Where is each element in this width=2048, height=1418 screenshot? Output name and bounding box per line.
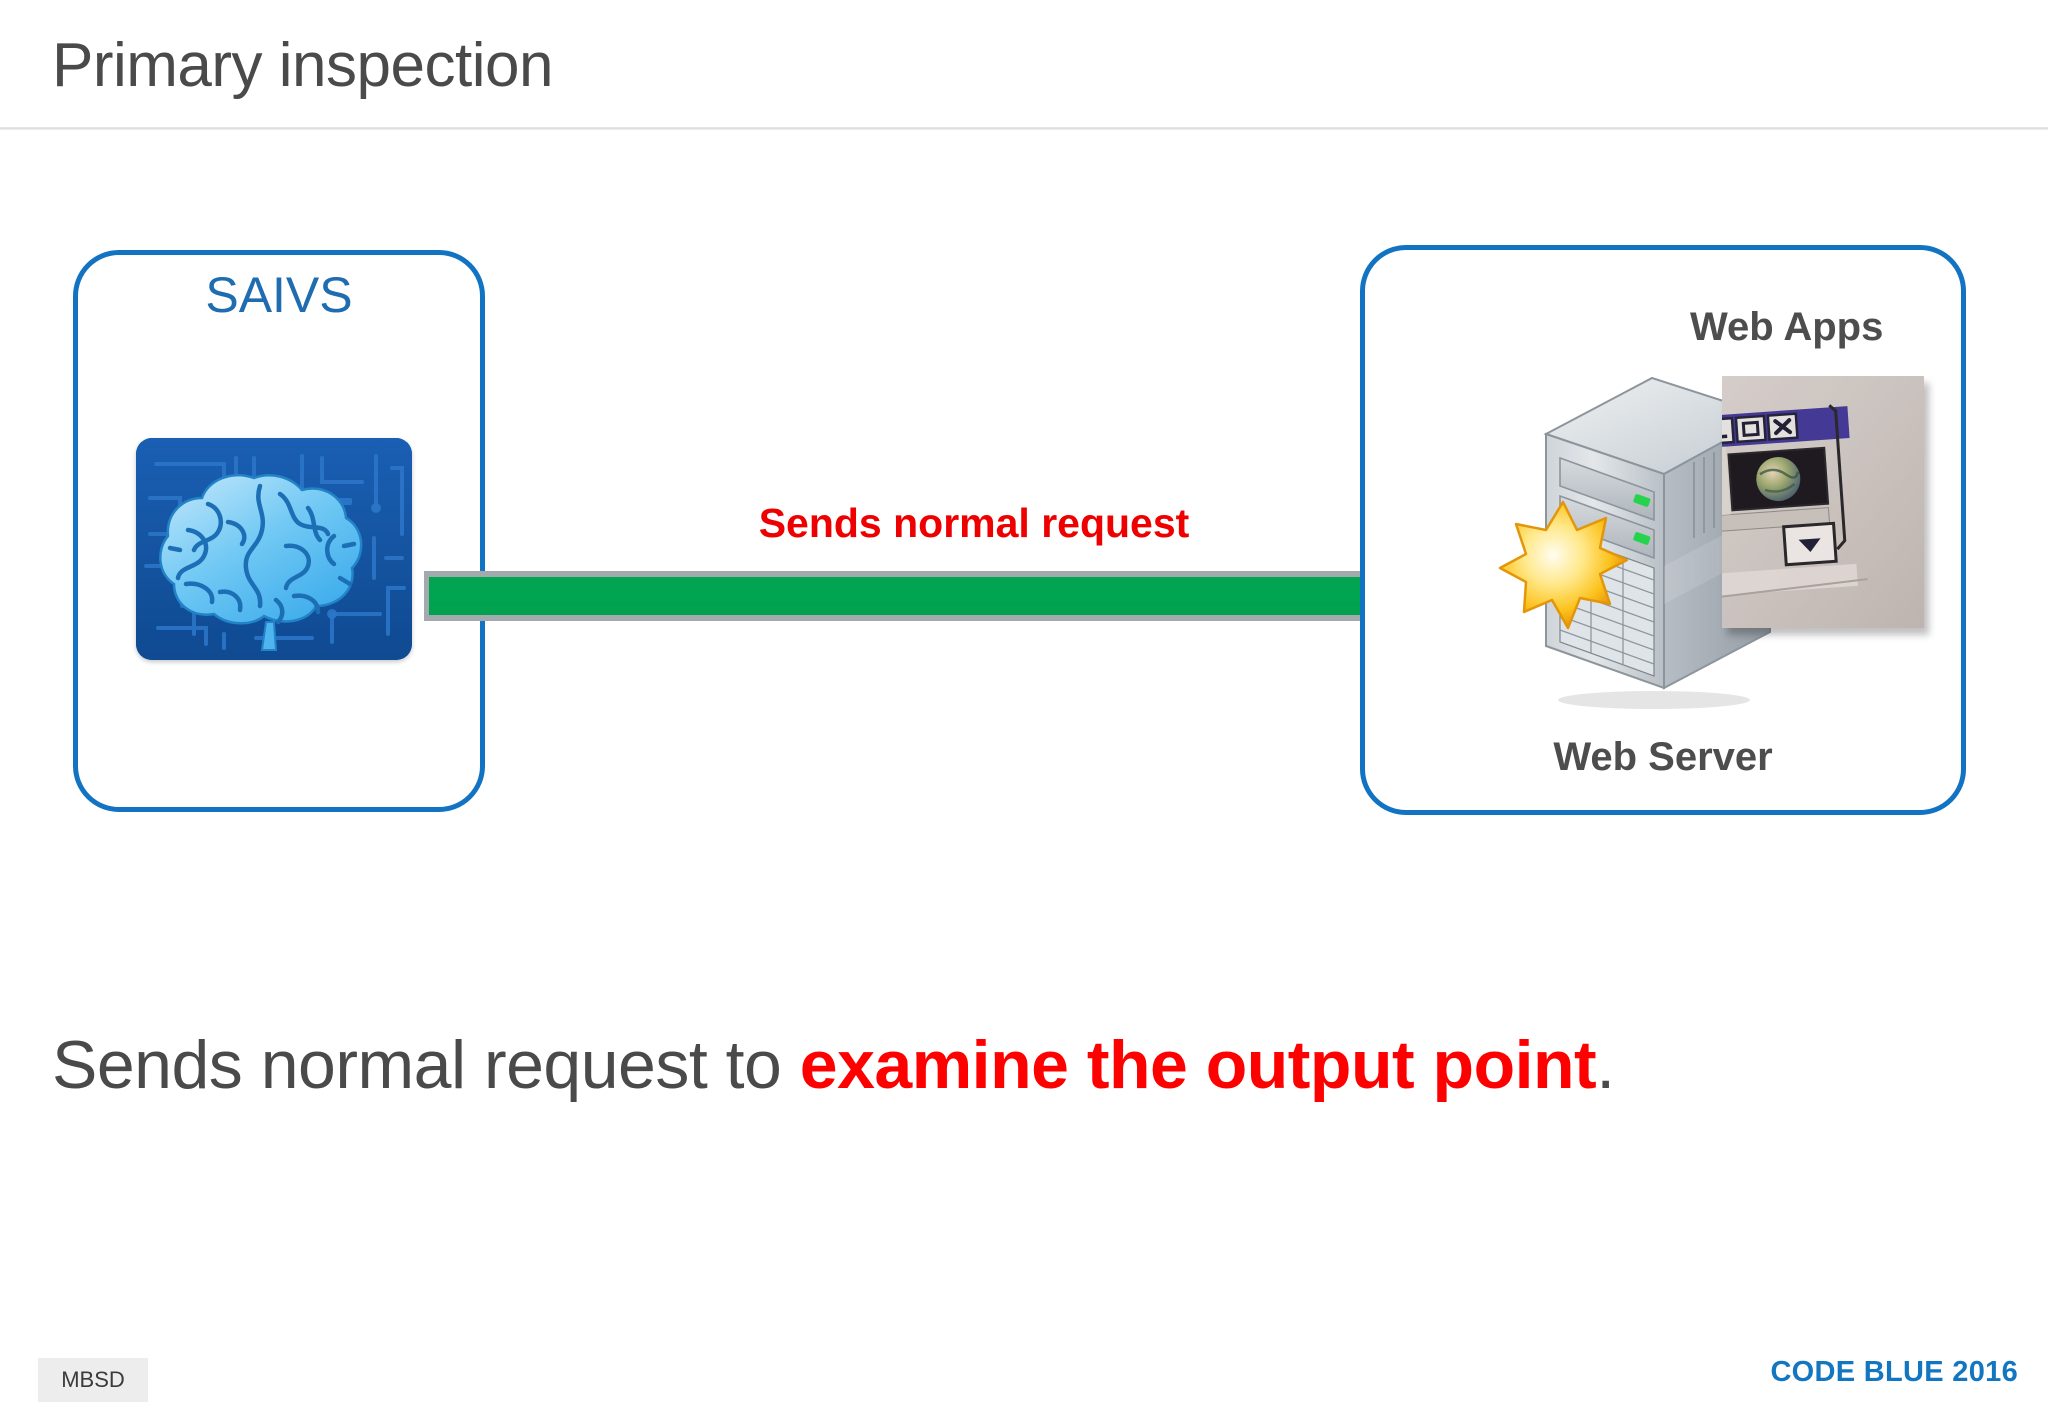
brain-circuit-icon	[136, 438, 412, 660]
arrow-caption: Sends normal request	[758, 500, 1190, 546]
impact-burst-icon	[1498, 500, 1629, 630]
web-apps-label: Web Apps	[1690, 305, 1884, 349]
summary-highlight: examine the output point	[799, 1027, 1597, 1103]
page-title: Primary inspection	[52, 31, 553, 100]
saivs-label: SAIVS	[205, 267, 353, 323]
title-divider	[0, 127, 2048, 130]
conference-brand: CODE BLUE 2016	[1770, 1356, 2018, 1388]
summary-prefix: Sends normal request to	[52, 1027, 800, 1103]
web-server-label: Web Server	[1553, 735, 1773, 779]
summary-sentence: Sends normal request to examine the outp…	[52, 1026, 1615, 1104]
summary-suffix: .	[1596, 1027, 1615, 1103]
web-app-window-thumbnail	[1722, 376, 1924, 628]
mbsd-badge: MBSD	[38, 1358, 148, 1402]
